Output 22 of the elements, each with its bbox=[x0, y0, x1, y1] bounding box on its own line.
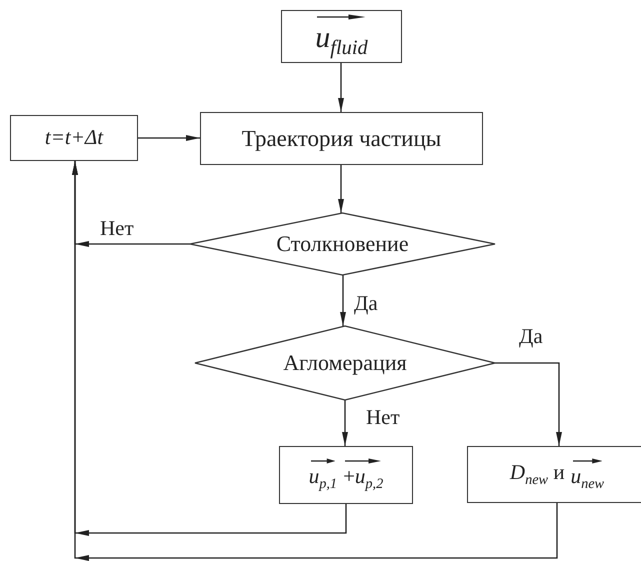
connector-arrow bbox=[138, 135, 200, 141]
node-text: u$_{new}$ bbox=[570, 464, 604, 488]
process-box bbox=[200, 112, 483, 165]
node-text: t=t+Δt bbox=[44, 126, 104, 150]
node-text: +u$_{p,2}$ bbox=[343, 464, 384, 488]
connector-arrow bbox=[495, 362, 562, 446]
connector-arrow bbox=[340, 275, 346, 326]
connector-arrow bbox=[72, 161, 558, 561]
node-text: u$_{p,1}$ bbox=[308, 464, 338, 488]
decision-text: Агломерация bbox=[283, 350, 407, 376]
decision-diamond bbox=[190, 213, 495, 275]
decision-text: Столкновение bbox=[276, 232, 409, 256]
process-box bbox=[279, 446, 413, 504]
process-box bbox=[281, 10, 402, 63]
process-box bbox=[467, 446, 641, 503]
node-text: D$_{new}$ и bbox=[510, 460, 565, 488]
connector-arrow bbox=[338, 63, 344, 112]
connector-arrow bbox=[342, 400, 348, 446]
decision-diamond bbox=[195, 326, 495, 400]
process-box bbox=[10, 115, 138, 161]
connector-arrow bbox=[338, 165, 344, 213]
node-text: Траектория частицы bbox=[242, 126, 442, 152]
